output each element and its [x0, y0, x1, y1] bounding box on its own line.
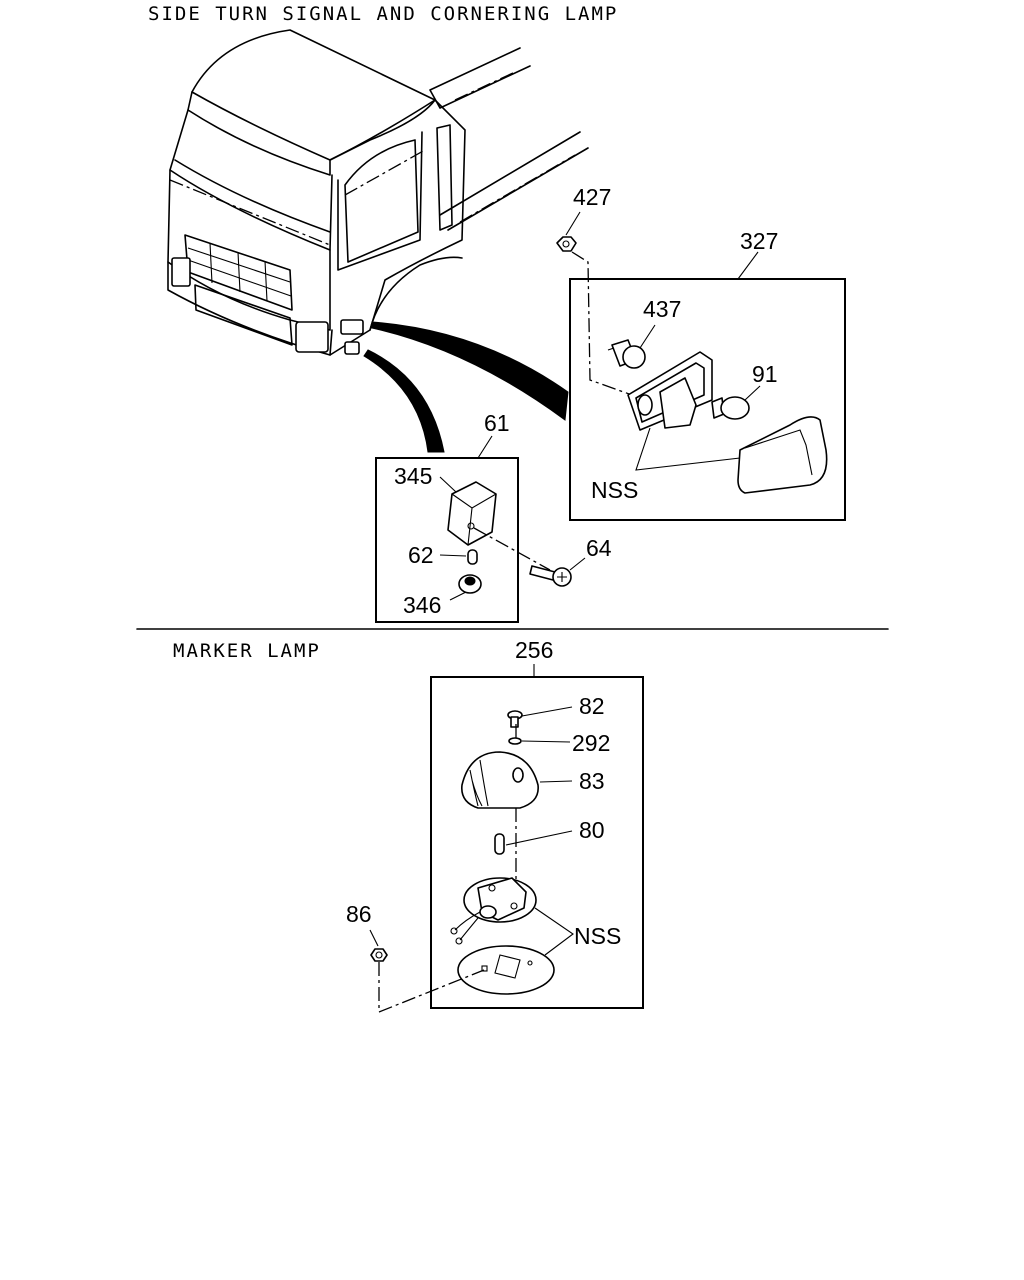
callout-82: 82 [579, 693, 605, 719]
bulb-80 [494, 833, 505, 855]
callout-62: 62 [408, 542, 434, 568]
assembly-box-256 [430, 676, 644, 1009]
callout-292: 292 [572, 730, 610, 756]
callout-86: 86 [346, 901, 372, 927]
marker-base-assembly [450, 877, 537, 945]
nut-86 [370, 948, 388, 962]
callout-64: 64 [586, 535, 612, 561]
callout-nss-marker: NSS [574, 923, 621, 949]
callout-256: 256 [515, 637, 553, 663]
section-title-side-turn-signal: SIDE TURN SIGNAL AND CORNERING LAMP [148, 3, 618, 25]
callout-437: 437 [643, 296, 681, 322]
screw-64 [529, 565, 572, 587]
callout-61: 61 [484, 410, 510, 436]
cornering-lamp-345 [447, 481, 497, 546]
callout-346: 346 [403, 592, 441, 618]
nut-427 [556, 236, 577, 252]
bulb-62 [467, 549, 478, 565]
callout-80: 80 [579, 817, 605, 843]
callout-345: 345 [394, 463, 432, 489]
marker-lens-83 [461, 751, 539, 809]
callout-91: 91 [752, 361, 778, 387]
callout-427: 427 [573, 184, 611, 210]
leader-wedge-cornering [363, 349, 445, 453]
assembly-box-327 [569, 278, 846, 521]
bulb-91 [711, 396, 750, 420]
callout-327: 327 [740, 228, 778, 254]
section-title-marker-lamp: MARKER LAMP [173, 640, 321, 662]
callout-nss-turn-signal: NSS [591, 477, 638, 503]
truck-cab-illustration [167, 29, 589, 356]
leader-wedge-turn-signal [371, 321, 569, 421]
turn-signal-lens [737, 416, 828, 494]
socket-346 [458, 574, 482, 594]
marker-gasket [457, 945, 555, 995]
socket-437 [607, 339, 646, 369]
turn-signal-housing [627, 351, 713, 431]
callout-83: 83 [579, 768, 605, 794]
assembly-box-61 [375, 457, 519, 623]
screw-82 [507, 710, 523, 728]
washer-292 [508, 737, 522, 745]
